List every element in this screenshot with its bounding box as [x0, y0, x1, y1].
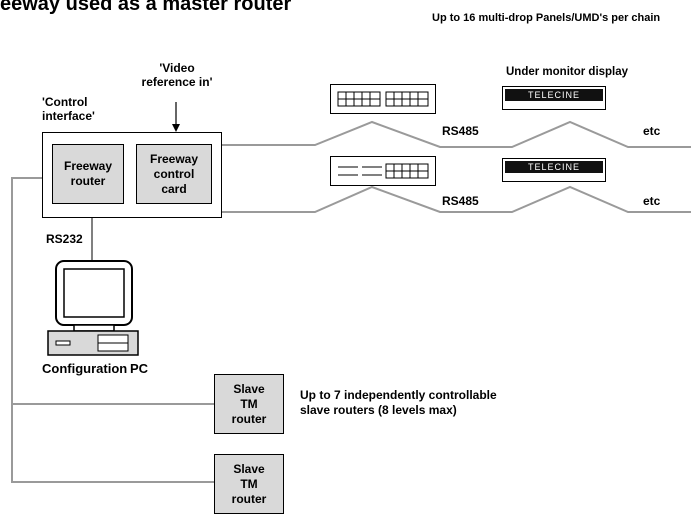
- video-reference-arrow-head: [172, 124, 180, 132]
- umd-display: TELECINE: [502, 86, 606, 110]
- freeway-router-box: Freeway router: [52, 144, 124, 204]
- control-panel-icon: [330, 84, 436, 114]
- rs485-label: RS485: [442, 194, 479, 208]
- chain-note: Up to 16 multi-drop Panels/UMD's per cha…: [432, 12, 661, 24]
- rs485-chain-1-line: [222, 120, 691, 148]
- rs485-chain-2-line: [222, 185, 691, 213]
- rs232-label: RS232: [46, 232, 83, 246]
- slave-router-box: Slave TM router: [214, 374, 284, 434]
- etc-label: etc: [643, 194, 661, 208]
- page-title: eeway used as a master router: [0, 0, 292, 15]
- umd-text: TELECINE: [505, 89, 603, 101]
- umd-heading: Under monitor display: [506, 66, 629, 78]
- control-interface-label: 'Control interface': [42, 95, 95, 123]
- configuration-pc-icon: [47, 260, 139, 356]
- freeway-control-card-box: Freeway control card: [136, 144, 212, 204]
- rs485-label: RS485: [442, 124, 479, 138]
- slave-router-box: Slave TM router: [214, 454, 284, 514]
- slave-bus-line: [11, 177, 214, 483]
- etc-label: etc: [643, 124, 661, 138]
- video-reference-label: 'Video reference in': [141, 61, 213, 89]
- slave-note: Up to 7 independently controllable slave…: [300, 388, 497, 417]
- pc-label: PC: [130, 361, 149, 376]
- umd-text: TELECINE: [505, 161, 603, 173]
- configuration-label: Configuration: [42, 361, 128, 376]
- control-panel-icon: [330, 156, 436, 186]
- umd-display: TELECINE: [502, 158, 606, 182]
